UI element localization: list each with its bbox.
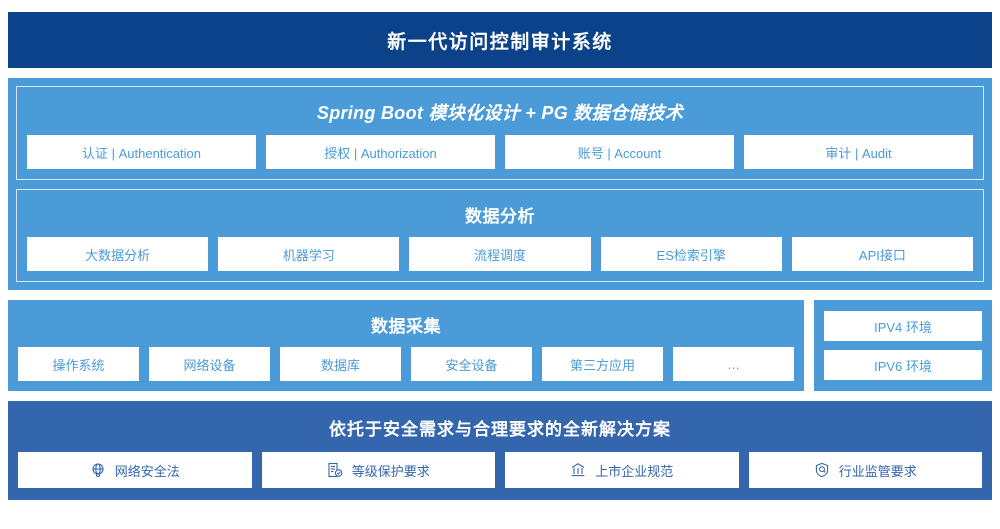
collection-inner: 数据采集 操作系统 网络设备 数据库 安全设备 第三方应用 …	[16, 308, 796, 383]
compliance-chip-label: 网络安全法	[114, 463, 180, 479]
collection-row: 操作系统 网络设备 数据库 安全设备 第三方应用 …	[18, 347, 794, 381]
ip-environment-panel: IPV4 环境 IPV6 环境	[814, 300, 992, 391]
compliance-chip-listed-company-standard[interactable]: 上市企业规范	[505, 452, 739, 488]
collection-chip-database[interactable]: 数据库	[280, 347, 401, 381]
modules-row: 认证 | Authentication 授权 | Authorization 账…	[27, 135, 973, 169]
collection-section: 数据采集 操作系统 网络设备 数据库 安全设备 第三方应用 … IPV4 环境 …	[8, 300, 992, 391]
collection-chip-more[interactable]: …	[673, 347, 794, 381]
compliance-chip-label: 等级保护要求	[351, 463, 430, 479]
collection-chip-security-device[interactable]: 安全设备	[411, 347, 532, 381]
document-check-icon	[327, 462, 343, 478]
compliance-chip-label: 上市企业规范	[595, 463, 674, 479]
analysis-panel-title: 数据分析	[465, 207, 535, 226]
header-bar: 新一代访问控制审计系统	[8, 12, 992, 68]
compliance-chip-industry-regulation[interactable]: 行业监管要求	[748, 452, 982, 488]
compliance-chip-cybersecurity-law[interactable]: 网络安全法	[18, 452, 252, 488]
collection-panel: 数据采集 操作系统 网络设备 数据库 安全设备 第三方应用 …	[8, 300, 804, 391]
analysis-chip-machine-learning[interactable]: 机器学习	[218, 237, 400, 271]
module-chip-account[interactable]: 账号 | Account	[505, 135, 734, 169]
collection-chip-network-device[interactable]: 网络设备	[149, 347, 270, 381]
bank-building-icon	[570, 462, 586, 478]
globe-network-icon	[90, 462, 106, 478]
compliance-row: 网络安全法 等级保护要求	[18, 452, 982, 488]
compliance-section: 依托于安全需求与合理要求的全新解决方案 网络安全法	[8, 401, 992, 500]
ip-chip-ipv4[interactable]: IPV4 环境	[824, 311, 982, 341]
page-title: 新一代访问控制审计系统	[387, 31, 613, 53]
shield-search-icon	[814, 462, 830, 478]
modules-panel: Spring Boot 模块化设计 + PG 数据仓储技术 认证 | Authe…	[16, 86, 984, 180]
analysis-chip-workflow-scheduling[interactable]: 流程调度	[409, 237, 591, 271]
collection-chip-operating-system[interactable]: 操作系统	[18, 347, 139, 381]
collection-chip-third-party-app[interactable]: 第三方应用	[542, 347, 663, 381]
compliance-chip-classified-protection[interactable]: 等级保护要求	[261, 452, 495, 488]
collection-panel-title: 数据采集	[371, 317, 441, 336]
module-chip-authentication[interactable]: 认证 | Authentication	[27, 135, 256, 169]
analysis-chip-es-search-engine[interactable]: ES检索引擎	[600, 237, 782, 271]
analysis-row: 大数据分析 机器学习 流程调度 ES检索引擎 API接口	[27, 237, 974, 271]
analysis-panel: 数据分析 大数据分析 机器学习 流程调度 ES检索引擎 API接口	[16, 189, 984, 282]
module-chip-authorization[interactable]: 授权 | Authorization	[266, 135, 495, 169]
modules-panel-title: Spring Boot 模块化设计 + PG 数据仓储技术	[316, 103, 684, 123]
analysis-chip-bigdata[interactable]: 大数据分析	[27, 237, 209, 271]
ip-chip-ipv6[interactable]: IPV6 环境	[824, 350, 982, 380]
compliance-chip-label: 行业监管要求	[838, 463, 917, 479]
platform-section: Spring Boot 模块化设计 + PG 数据仓储技术 认证 | Authe…	[8, 78, 992, 290]
compliance-title: 依托于安全需求与合理要求的全新解决方案	[329, 420, 671, 439]
analysis-chip-api[interactable]: API接口	[791, 237, 974, 271]
module-chip-audit[interactable]: 审计 | Audit	[744, 135, 973, 169]
